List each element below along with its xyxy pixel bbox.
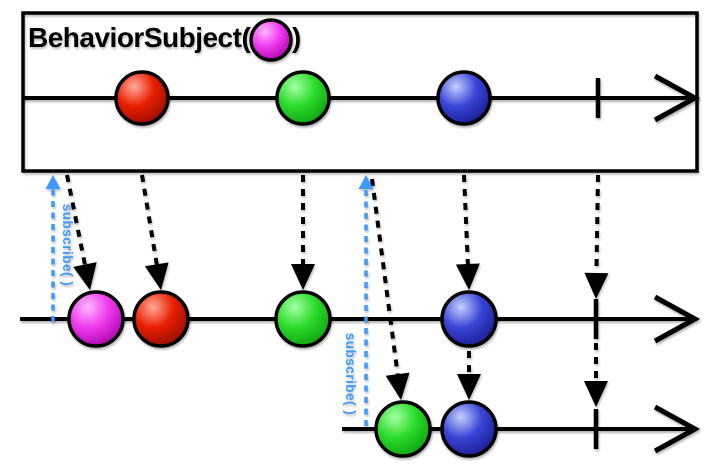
marble-red-source — [114, 70, 170, 126]
emission-blue-to-subscriber2 — [457, 351, 481, 400]
emission-arrowhead-icon — [584, 272, 609, 299]
emission-dashed-line — [462, 174, 471, 269]
emission-arrowhead-icon — [455, 263, 480, 290]
emission-initial-to-subscriber1 — [65, 174, 97, 290]
timeline-arrowhead-icon — [653, 404, 701, 454]
subscribe-label-2: subscribe( ) — [343, 333, 358, 416]
marble-blue-source — [436, 70, 492, 126]
marble-initial-value — [249, 18, 293, 62]
subscribe-label-1: subscribe( ) — [60, 204, 75, 287]
marble-magenta-subscriber1 — [67, 290, 125, 348]
subscribe-arrowhead-icon — [45, 175, 61, 189]
emission-blue-to-subscriber1 — [455, 174, 480, 290]
marble-blue-subscriber1 — [440, 290, 498, 348]
emission-dashed-line — [594, 174, 600, 278]
emission-arrowhead-icon — [144, 262, 169, 290]
emission-dashed-line — [370, 178, 401, 379]
subscribe-arrow-2 — [358, 175, 374, 426]
behaviorsubject-box — [21, 11, 699, 173]
marble-red-subscriber1 — [132, 290, 190, 348]
box-title-suffix: ) — [292, 22, 301, 53]
emission-complete-to-subscriber1 — [584, 174, 609, 299]
marble-green-source — [275, 70, 331, 126]
timeline-arrowhead-icon — [653, 294, 701, 344]
emission-arrowhead-icon — [73, 262, 97, 290]
emission-arrowhead-icon — [291, 264, 315, 290]
timeline-arrowhead-icon — [653, 73, 701, 123]
emission-current-green-to-subscriber2 — [370, 178, 410, 400]
emission-arrowhead-icon — [457, 374, 481, 400]
marble-green-subscriber1 — [274, 290, 332, 348]
emission-green-to-subscriber1 — [291, 175, 315, 290]
subscribe-arrow-1 — [45, 175, 61, 322]
marble-blue-subscriber2 — [440, 400, 498, 458]
subscriber1-timeline — [20, 294, 701, 344]
emission-arrowhead-icon — [584, 381, 608, 407]
emission-red-to-subscriber1 — [140, 174, 169, 290]
emission-dashed-line — [140, 174, 160, 269]
emission-dashed-line — [65, 174, 88, 269]
emission-complete-to-subscriber2 — [584, 343, 608, 407]
emission-arrowhead-icon — [385, 372, 410, 400]
marble-green-subscriber2 — [374, 400, 432, 458]
box-title-prefix: BehaviorSubject( — [28, 22, 251, 53]
subscribe-arrowhead-icon — [358, 175, 374, 189]
